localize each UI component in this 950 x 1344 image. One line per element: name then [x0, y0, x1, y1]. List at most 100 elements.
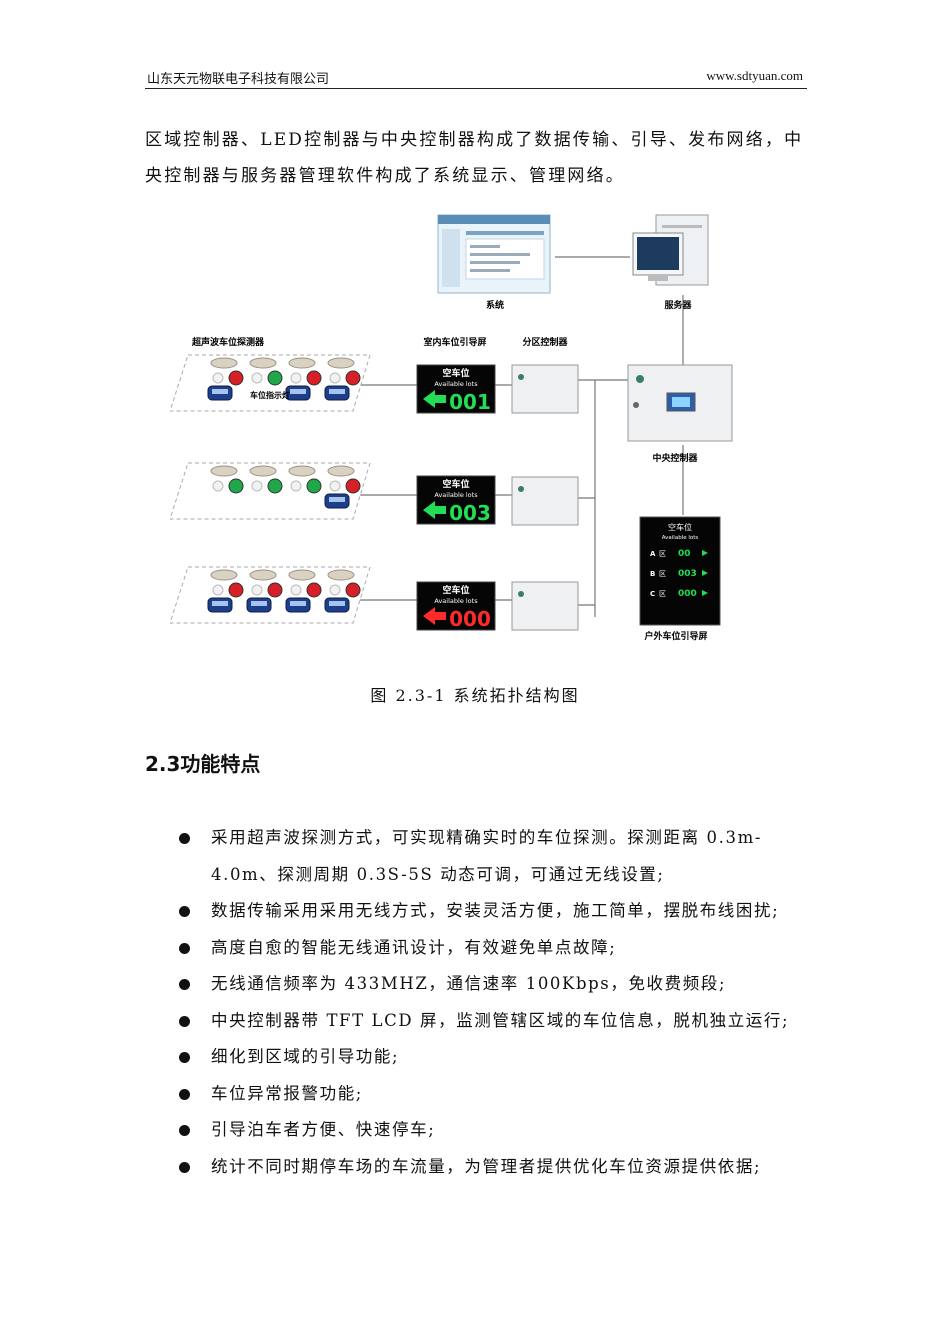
- sign-title: 空车位: [442, 367, 469, 379]
- sensor-wave-icon: [290, 584, 302, 596]
- space-indicator-light: [228, 478, 244, 494]
- topology-diagram: 系统 服务器 超声波车位探测器 室内车位引导屏 分区控制器 车位指示灯 空车位A…: [169, 214, 733, 642]
- ultrasonic-detector-icon: [327, 465, 355, 477]
- bullet-icon: [179, 1161, 190, 1173]
- server-icon: [632, 214, 709, 286]
- zone-controller-box: [511, 364, 579, 414]
- sign-panel: [416, 364, 496, 414]
- feature-item: 无线通信频率为 433MHZ，通信速率 100Kbps，免收费频段;: [145, 966, 825, 1003]
- space-indicator-light: [228, 582, 244, 598]
- left-arrow-icon: [423, 390, 446, 408]
- space-indicator-light: [228, 370, 244, 386]
- sensor-wave-icon: [329, 480, 341, 492]
- bullet-icon: [179, 1015, 190, 1027]
- ultrasonic-detector-icon: [288, 357, 316, 369]
- sign-count: 001: [449, 390, 491, 414]
- sign-count: 003: [449, 501, 491, 525]
- ultrasonic-detector-icon: [327, 569, 355, 581]
- sensor-wave-icon: [329, 584, 341, 596]
- zone-label: 区: [659, 550, 666, 558]
- feature-text: 细化到区域的引导功能;: [211, 1047, 400, 1066]
- ultrasonic-detector-icon: [210, 357, 238, 369]
- feature-text: 采用超声波探测方式，可实现精确实时的车位探测。探测距离 0.3m-4.0m、探测…: [211, 828, 763, 884]
- space-indicator-light: [267, 582, 283, 598]
- ultrasonic-detector-icon: [210, 465, 238, 477]
- feature-text: 引导泊车者方便、快速停车;: [211, 1120, 436, 1139]
- car-window: [329, 497, 345, 502]
- label-system: 系统: [486, 299, 504, 311]
- space-indicator-light: [345, 478, 361, 494]
- zone-label: 区: [659, 590, 666, 598]
- feature-item: 细化到区域的引导功能;: [145, 1039, 825, 1076]
- zone-arrow-icon: [702, 550, 708, 556]
- sensor-wave-icon: [329, 372, 341, 384]
- feature-text: 车位异常报警功能;: [211, 1083, 363, 1103]
- sign-subtitle: Available lots: [434, 491, 478, 499]
- space-indicator-light: [267, 370, 283, 386]
- outdoor-sign-subtitle: Available lots: [662, 535, 699, 541]
- sensor-wave-icon: [251, 584, 263, 596]
- bullet-icon: [179, 942, 190, 954]
- feature-item: 中央控制器带 TFT LCD 屏，监测管辖区域的车位信息，脱机独立运行;: [145, 1003, 825, 1040]
- sign-subtitle: Available lots: [434, 597, 478, 605]
- sensor-wave-icon: [212, 372, 224, 384]
- central-controller-box: [627, 364, 733, 442]
- space-indicator-light: [306, 582, 322, 598]
- zone-arrow-icon: [702, 590, 708, 596]
- ultrasonic-detector-icon: [288, 569, 316, 581]
- feature-text: 数据传输采用采用无线方式，安装灵活方便，施工简单，摆脱布线困扰;: [211, 901, 780, 920]
- ultrasonic-detector-icon: [249, 569, 277, 581]
- feature-item: 统计不同时期停车场的车流量，为管理者提供优化车位资源提供依据;: [145, 1149, 825, 1186]
- car-window: [290, 389, 306, 394]
- zone-value: 00: [678, 549, 691, 559]
- company-name: 山东天元物联电子科技有限公司: [147, 72, 330, 87]
- left-arrow-icon: [423, 607, 446, 625]
- car-window: [212, 601, 228, 606]
- bullet-icon: [179, 906, 190, 917]
- label-zone-controller: 分区控制器: [522, 336, 568, 348]
- zone-controller-box: [511, 581, 579, 631]
- ultrasonic-detector-icon: [288, 465, 316, 477]
- sign-subtitle: Available lots: [434, 380, 478, 388]
- feature-item: 车位异常报警功能;: [145, 1076, 825, 1113]
- sign-count: 000: [449, 607, 491, 631]
- parking-rows: [169, 354, 371, 624]
- intro-paragraph: 区域控制器、LED控制器与中央控制器构成了数据传输、引导、发布网络，中央控制器与…: [145, 130, 804, 186]
- space-indicator-light: [306, 370, 322, 386]
- sign-title: 空车位: [442, 584, 469, 596]
- bullet-icon: [179, 1125, 190, 1136]
- feature-text: 中央控制器带 TFT LCD 屏，监测管辖区域的车位信息，脱机独立运行;: [211, 1010, 790, 1030]
- sign-panel: [416, 475, 496, 525]
- bullet-icon: [179, 979, 190, 990]
- software-screenshot-icon: [437, 214, 551, 294]
- parking-row: [169, 566, 371, 624]
- feature-text: 无线通信频率为 433MHZ，通信速率 100Kbps，免收费频段;: [211, 974, 727, 993]
- sign-title: 空车位: [442, 478, 469, 490]
- page-header: 山东天元物联电子科技有限公司 www.sdtyuan.com: [145, 66, 807, 89]
- outdoor-sign-title: 空车位: [668, 522, 692, 532]
- ultrasonic-detector-icon: [327, 357, 355, 369]
- zone-letter: B: [650, 570, 655, 578]
- bullet-icon: [179, 833, 190, 844]
- label-indoor-guide-screen: 室内车位引导屏: [423, 336, 486, 348]
- space-indicator-light: [267, 478, 283, 494]
- sign-panel: [416, 581, 496, 631]
- parking-row: [169, 462, 371, 520]
- feature-text: 统计不同时期停车场的车流量，为管理者提供优化车位资源提供依据;: [211, 1156, 762, 1176]
- zone-letter: C: [650, 590, 655, 598]
- feature-text: 高度自愈的智能无线通讯设计，有效避免单点故障;: [211, 937, 617, 957]
- car-window: [329, 389, 345, 394]
- car-window: [290, 601, 306, 606]
- ultrasonic-detector-icon: [249, 357, 277, 369]
- space-indicator-light: [345, 582, 361, 598]
- car-window: [251, 601, 267, 606]
- bullet-icon: [179, 1088, 190, 1100]
- space-indicator-light: [306, 478, 322, 494]
- zone-letter: A: [650, 550, 656, 558]
- outdoor-sign-panel: [639, 516, 721, 626]
- label-server: 服务器: [664, 299, 692, 311]
- sensor-wave-icon: [290, 480, 302, 492]
